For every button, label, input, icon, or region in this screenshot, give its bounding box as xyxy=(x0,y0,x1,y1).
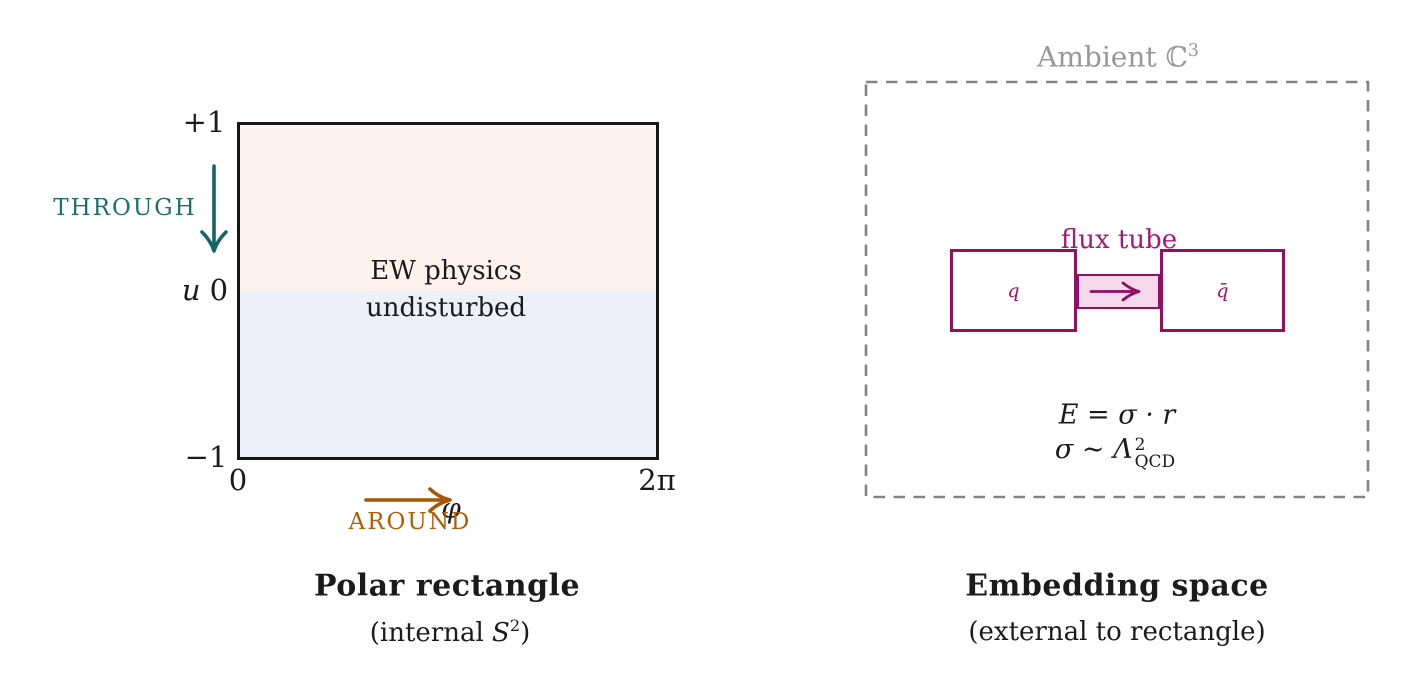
region-annotation: EW physics undisturbed xyxy=(366,253,526,327)
right-subcaption: (external to rectangle) xyxy=(968,617,1266,647)
phi-axis-var: φ xyxy=(441,491,461,525)
around-label: AROUND xyxy=(348,509,472,535)
left-subcaption: (internal S2) xyxy=(370,616,531,648)
region-annotation-line1: EW physics xyxy=(370,256,522,286)
flux-tube-arrow xyxy=(1089,281,1141,302)
lambda-exponent: 2 xyxy=(1134,434,1146,455)
y-tick-zero: u 0 xyxy=(182,273,228,307)
quark-box: q xyxy=(950,249,1077,332)
left-caption: Polar rectangle xyxy=(313,568,581,604)
ambient-space-label: Ambient ℂ3 xyxy=(1037,41,1199,74)
ambient-dashed-boundary xyxy=(864,80,1370,499)
energy-equation: E = σ · r xyxy=(1058,399,1176,431)
u-axis-var: u xyxy=(181,273,201,307)
quark-label: q xyxy=(1007,279,1020,302)
ambient-label-exponent: 3 xyxy=(1187,41,1199,62)
through-arrow xyxy=(200,164,228,253)
sphere-exponent: 2 xyxy=(509,616,521,636)
x-tick-zero: 0 xyxy=(228,463,248,497)
around-arrow xyxy=(364,487,452,513)
x-tick-two-pi: 2π xyxy=(638,463,676,497)
right-caption: Embedding space xyxy=(965,568,1269,604)
antiquark-label: q̄ xyxy=(1216,279,1229,302)
through-label: THROUGH xyxy=(53,195,197,221)
left-subcaption-prefix: (internal xyxy=(369,617,493,648)
left-subcaption-suffix: ) xyxy=(520,617,531,648)
y-zero-value: 0 xyxy=(209,273,229,307)
lambda-subscript: QCD xyxy=(1134,452,1176,473)
sphere-symbol: S xyxy=(492,617,510,648)
y-tick-minus-one: −1 xyxy=(184,440,228,474)
y-tick-plus-one: +1 xyxy=(182,105,226,139)
lower-hemisphere-region xyxy=(240,291,656,457)
flux-tube-label: flux tube xyxy=(1060,225,1178,255)
ambient-label-text: Ambient ℂ xyxy=(1037,40,1188,74)
region-annotation-line2: undisturbed xyxy=(365,293,527,323)
tension-equation-base: σ ∼ Λ xyxy=(1054,433,1133,465)
upper-hemisphere-region xyxy=(240,125,656,291)
polar-rectangle xyxy=(237,122,659,460)
antiquark-box: q̄ xyxy=(1160,249,1285,332)
